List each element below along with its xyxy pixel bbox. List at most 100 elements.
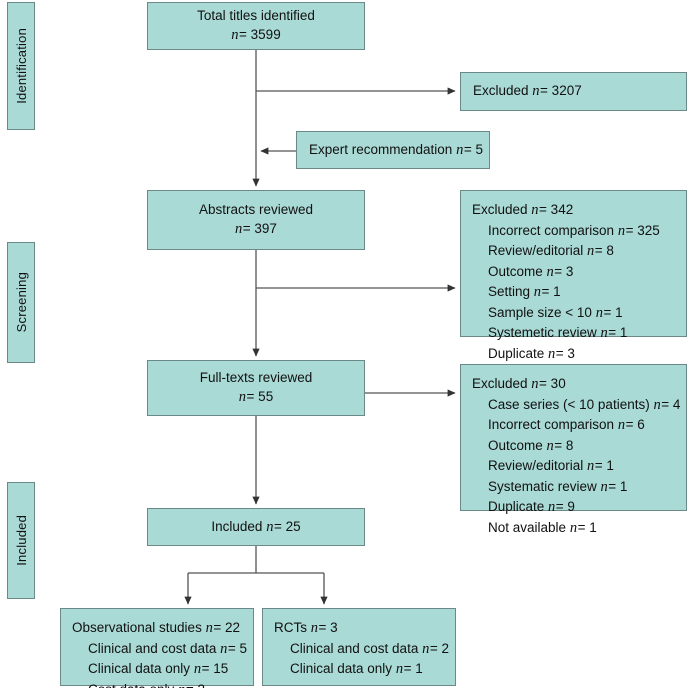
reason-label: Sample size < 10 [488,304,596,320]
total-titles-label: Total titles identified [197,8,315,24]
n-symbol: n [600,478,608,495]
n-symbol: n [456,141,464,158]
rcts-header-value: = 3 [318,620,338,635]
observational-studies-row: Clinical data only n= 15 [72,659,253,680]
row-value: = 1 [403,661,423,677]
row-label: Clinical and cost data [88,640,221,656]
reason-value: = 4 [661,396,681,412]
n-symbol: n [235,221,243,238]
n-symbol: n [310,620,318,636]
n-symbol: n [220,640,228,657]
reason-value: = 1 [608,325,628,341]
reason-value: = 1 [577,520,597,536]
n-symbol: n [548,346,556,363]
n-symbol: n [617,417,626,434]
box-excluded-abstracts: Excluded n= 342 Incorrect comparison n= … [460,190,687,362]
row-label: Clinical data only [290,661,396,677]
row-label: Clinical data only [88,661,194,677]
excluded-fulltexts-reason: Duplicate n= 9 [472,497,686,518]
excluded-abstracts-reason: Sample size < 10 n= 1 [472,303,686,324]
excluded-abstracts-header: Excluded n= 342 [472,200,686,221]
excluded-abstracts-reason: Incorrect comparison n= 325 [472,221,686,242]
stage-label-screening: Screening [7,242,35,363]
box-total-titles: Total titles identified n= 3599 [147,2,365,50]
n-symbol: n [653,396,661,413]
reason-label: Outcome [488,263,547,279]
n-symbol: n [238,389,247,406]
n-symbol: n [193,661,202,678]
fulltexts-reviewed-count: n= 55 [239,387,273,408]
excluded-abstracts-header-label: Excluded [472,202,532,217]
stage-label-screening-text: Screening [13,272,29,333]
observational-studies-row: Clinical and cost data n= 5 [72,639,253,660]
n-symbol: n [546,263,554,280]
abstracts-reviewed-value: = 397 [242,221,277,237]
excluded-abstracts-reason: Systemetic review n= 1 [472,323,686,344]
n-symbol: n [532,83,540,100]
row-value: = 15 [201,661,229,677]
reason-value: = 1 [594,458,614,474]
fulltexts-reviewed-value: = 55 [246,389,274,405]
n-symbol: n [531,202,539,218]
reason-value: = 1 [603,304,623,320]
box-observational-studies: Observational studies n= 22 Clinical and… [60,608,254,688]
observational-studies-header: Observational studies n= 22 [72,618,253,639]
total-titles-count: n= 3599 [231,25,280,46]
reason-value: = 3 [554,263,574,279]
excluded-titles-text: Excluded n= 3207 [473,81,582,102]
reason-label: Incorrect comparison [488,222,618,238]
n-symbol: n [587,243,595,260]
row-label: Clinical and cost data [290,640,423,656]
row-value: = 5 [227,640,247,656]
n-symbol: n [395,661,404,678]
reason-label: Systemetic review [488,325,601,341]
fulltexts-reviewed-label: Full-texts reviewed [199,370,313,386]
excluded-fulltexts-reason: Case series (< 10 patients) n= 4 [472,395,686,416]
observational-studies-header-label: Observational studies [72,620,206,635]
excluded-abstracts-header-value: = 342 [539,202,574,217]
reason-value: = 9 [555,499,575,515]
box-fulltexts-reviewed: Full-texts reviewed n= 55 [147,360,365,416]
box-expert-recommendation: Expert recommendation n= 5 [296,131,490,169]
observational-studies-row: Cost data only n= 2 [72,680,253,688]
n-symbol: n [595,304,603,321]
stage-label-identification-text: Identification [13,28,29,104]
reason-label: Review/editorial [488,243,588,259]
total-titles-value: = 3599 [239,27,281,43]
excluded-abstracts-reason: Duplicate n= 3 [472,344,686,365]
reason-label: Not available [488,520,570,536]
n-symbol: n [531,376,539,392]
expert-recommendation-label: Expert recommendation [309,141,457,157]
included-studies-label: Included [211,518,267,534]
reason-label: Systematic review [488,478,601,494]
excluded-abstracts-reason: Review/editorial n= 8 [472,241,686,262]
n-symbol: n [422,640,430,657]
reason-value: = 325 [625,222,660,238]
reason-value: = 3 [555,346,575,362]
reason-label: Outcome [488,437,547,453]
reason-value: = 6 [625,417,645,433]
stage-label-included: Included [7,482,35,599]
reason-label: Duplicate [488,346,549,362]
included-studies-value: = 25 [273,518,301,534]
excluded-abstracts-reason: Setting n= 1 [472,282,686,303]
box-abstracts-reviewed: Abstracts reviewed n= 397 [147,190,365,250]
excluded-abstracts-reason: Outcome n= 3 [472,262,686,283]
abstracts-reviewed-label: Abstracts reviewed [198,202,314,218]
reason-value: = 1 [541,284,561,300]
n-symbol: n [600,325,608,342]
box-rcts: RCTs n= 3 Clinical and cost data n= 2 Cl… [262,608,456,686]
excluded-fulltexts-reason: Incorrect comparison n= 6 [472,415,686,436]
box-excluded-titles: Excluded n= 3207 [460,72,687,111]
reason-label: Incorrect comparison [488,417,618,433]
n-symbol: n [205,620,213,636]
expert-recommendation-text: Expert recommendation n= 5 [309,140,483,161]
excluded-fulltexts-reason: Outcome n= 8 [472,436,686,457]
n-symbol: n [266,518,274,535]
excluded-fulltexts-reason: Systematic review n= 1 [472,477,686,498]
rcts-header: RCTs n= 3 [274,618,455,639]
abstracts-reviewed-count: n= 397 [235,219,277,240]
stage-label-identification: Identification [7,2,35,130]
n-symbol: n [231,27,239,44]
reason-label: Review/editorial [488,458,588,474]
